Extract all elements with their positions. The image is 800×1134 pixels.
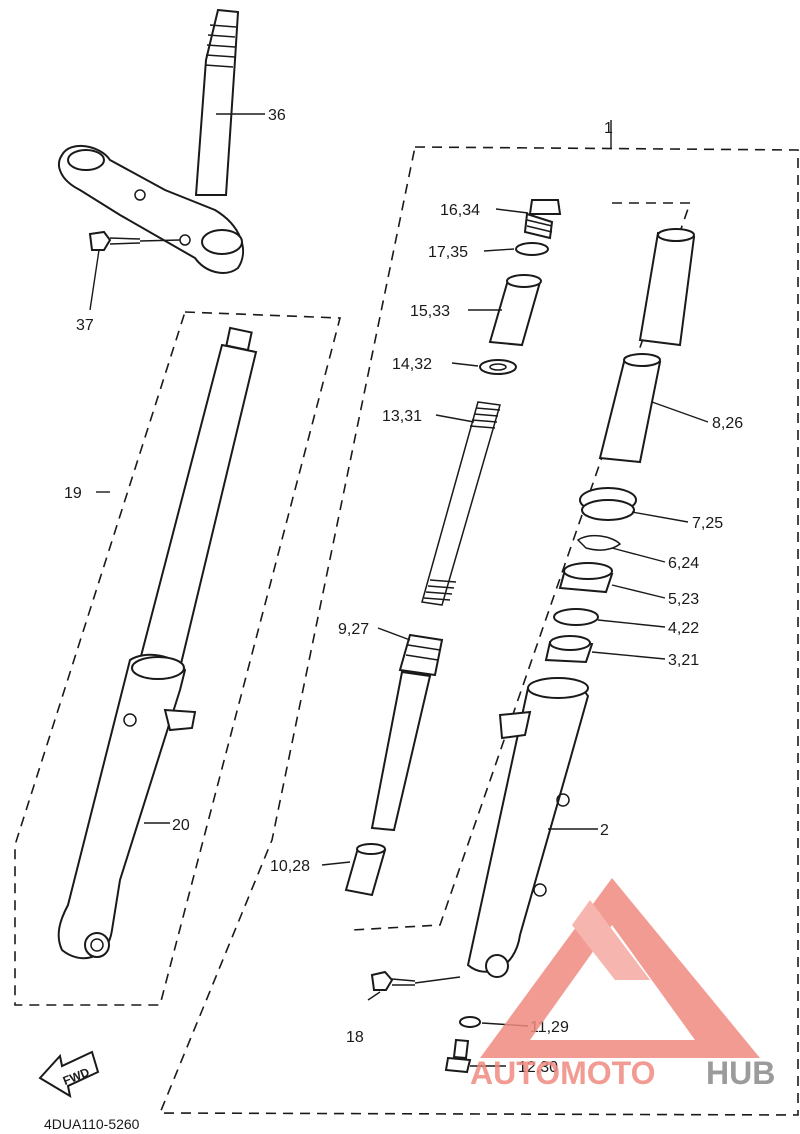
- callout-14-32: 14,32: [392, 356, 432, 373]
- retaining-clip-6: [576, 534, 622, 551]
- assembly-1-outline: [158, 146, 799, 1116]
- watermark-text-automoto: AUTOMOTO: [470, 1055, 655, 1091]
- cap-bolt-16: [523, 199, 562, 240]
- diagram-part-code: 4DUA110-5260: [44, 1116, 140, 1132]
- forward-arrow-icon: FWD: [38, 1050, 100, 1099]
- steering-stem-36: [58, 8, 244, 274]
- callout-9-27: 9,27: [338, 621, 369, 638]
- drain-screw-12: [444, 1038, 472, 1074]
- damper-rod-9: [370, 633, 444, 832]
- automotohub-watermark: AUTOMOTO HUB: [470, 878, 775, 1091]
- inner-tube-8: [598, 228, 696, 464]
- callout-10-28: 10,28: [270, 858, 310, 875]
- tapered-spindle-10: [344, 843, 387, 897]
- callout-19: 19: [64, 485, 82, 502]
- outer-tube-2: [466, 677, 590, 978]
- callout-2: 2: [600, 822, 609, 839]
- watermark-triangle-icon: [480, 878, 760, 1058]
- dust-seal-7: [579, 487, 637, 521]
- washer-14: [479, 359, 517, 375]
- inner-subassembly-outline: [351, 202, 692, 931]
- slide-bushing-3: [544, 635, 594, 664]
- bolt-18: [370, 970, 461, 991]
- callout-36: 36: [268, 107, 286, 124]
- callout-1: 1: [604, 120, 613, 137]
- oil-seal-5: [558, 562, 614, 594]
- washer-11: [459, 1016, 481, 1028]
- callout-3-21: 3,21: [668, 652, 699, 669]
- callout-7-25: 7,25: [692, 515, 723, 532]
- o-ring-17: [515, 242, 549, 256]
- leader-lines: [89, 113, 709, 1067]
- spacer-15: [488, 274, 542, 347]
- callout-18: 18: [346, 1029, 364, 1046]
- callout-16-34: 16,34: [440, 202, 480, 219]
- callout-37: 37: [76, 317, 94, 334]
- assembly-19-outline: [14, 311, 342, 1006]
- fork-assembly-19: [57, 326, 258, 960]
- callout-20: 20: [172, 817, 190, 834]
- callout-17-35: 17,35: [428, 244, 468, 261]
- callout-8-26: 8,26: [712, 415, 743, 432]
- watermark-text-hub: HUB: [706, 1055, 775, 1091]
- callout-6-24: 6,24: [668, 555, 699, 572]
- bolt-37: [88, 230, 181, 251]
- washer-4: [553, 608, 599, 626]
- callout-13-31: 13,31: [382, 408, 422, 425]
- callout-12-30: 12,30: [518, 1059, 558, 1076]
- callout-5-23: 5,23: [668, 591, 699, 608]
- callout-15-33: 15,33: [410, 303, 450, 320]
- fork-spring-13: [421, 401, 501, 606]
- callout-4-22: 4,22: [668, 620, 699, 637]
